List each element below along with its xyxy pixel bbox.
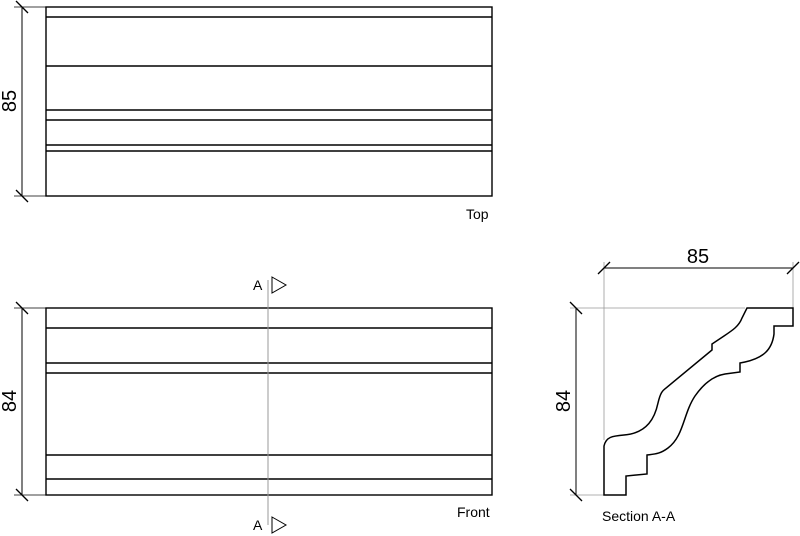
- section-cut-marker-bottom: A: [253, 516, 288, 534]
- front-view-label: Front: [457, 504, 490, 520]
- front-view: [45, 307, 493, 496]
- top-height-dimension: [14, 0, 46, 203]
- section-width-dimension-label: 85: [687, 246, 709, 268]
- section-width-dimension: [597, 261, 800, 440]
- section-view-label: Section A-A: [602, 508, 676, 524]
- top-height-dimension-label: 85: [0, 90, 21, 112]
- section-cut-marker-top: A: [253, 276, 288, 294]
- front-view-outline: [45, 307, 493, 496]
- front-height-dimension: [14, 301, 46, 502]
- top-view-outline: [45, 6, 493, 197]
- cut-marker-letter-bottom: A: [253, 517, 263, 533]
- section-height-dimension-label: 84: [553, 390, 575, 412]
- cut-arrow-top-icon: [271, 276, 288, 294]
- section-height-dimension: [569, 301, 745, 502]
- front-height-dimension-label: 84: [0, 390, 21, 412]
- section-profile: [603, 307, 794, 496]
- top-view: [45, 6, 493, 197]
- cut-marker-letter-top: A: [253, 277, 263, 293]
- top-view-label: Top: [466, 206, 489, 222]
- cut-arrow-bottom-icon: [271, 516, 288, 534]
